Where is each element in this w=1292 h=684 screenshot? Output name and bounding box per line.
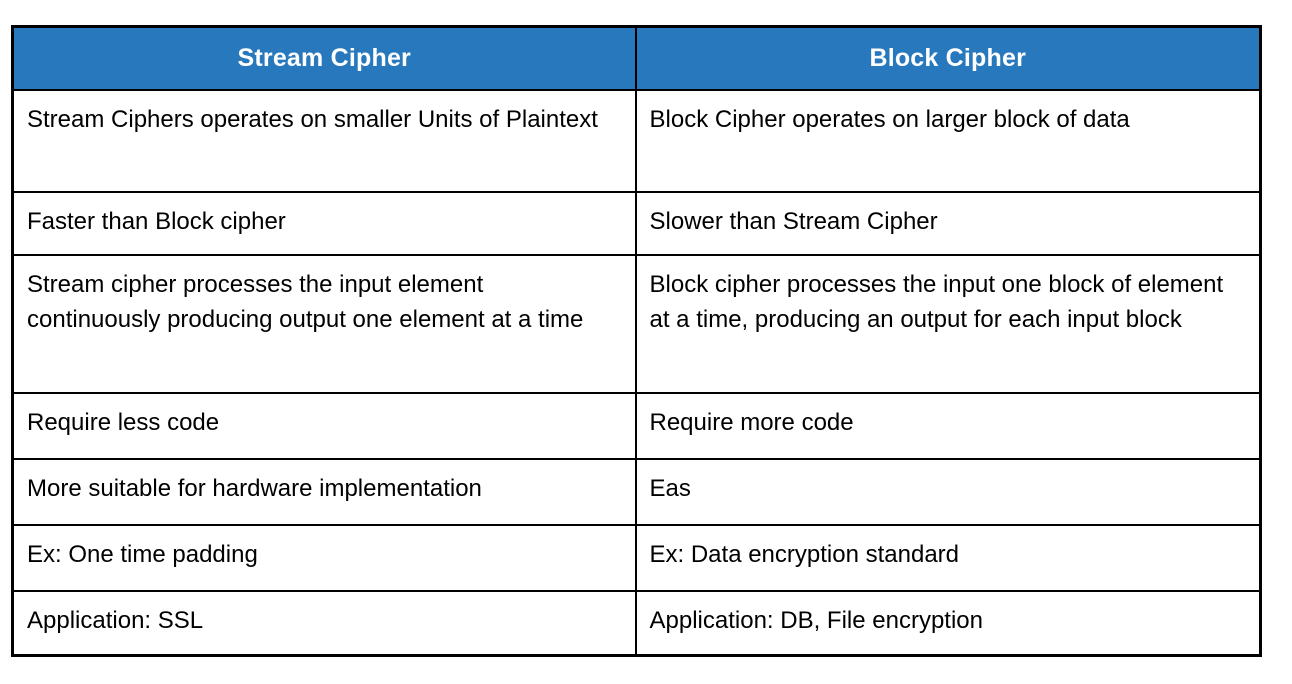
table-cell: Require less code [11,392,637,460]
cipher-comparison-table: Stream Cipher Block Cipher Stream Cipher… [11,25,1262,657]
table-cell: Block cipher processes the input one blo… [634,254,1262,394]
table-cell: Slower than Stream Cipher [634,191,1262,256]
table-cell: Faster than Block cipher [11,191,637,256]
table-cell: Ex: Data encryption standard [634,524,1262,592]
table-cell: Require more code [634,392,1262,460]
header-cell-block-cipher: Block Cipher [634,25,1262,91]
table-cell: Ex: One time padding [11,524,637,592]
table-row: Ex: One time padding Ex: Data encryption… [11,524,1262,592]
table-row: Application: SSL Application: DB, File e… [11,590,1262,656]
table-cell: Stream Ciphers operates on smaller Units… [11,89,637,193]
table-cell: Stream cipher processes the input elemen… [11,254,637,394]
table-cell: Eas [634,458,1262,526]
table-row: Faster than Block cipher Slower than Str… [11,191,1262,256]
table-row: Stream Ciphers operates on smaller Units… [11,89,1262,193]
header-row: Stream Cipher Block Cipher [11,25,1262,91]
table-row: Stream cipher processes the input elemen… [11,254,1262,394]
table-cell: Block Cipher operates on larger block of… [634,89,1262,193]
comparison-table-container: Stream Cipher Block Cipher Stream Cipher… [11,25,1262,657]
table-cell: Application: DB, File encryption [634,590,1262,656]
table-row: More suitable for hardware implementatio… [11,458,1262,526]
table-cell: More suitable for hardware implementatio… [11,458,637,526]
header-cell-stream-cipher: Stream Cipher [11,25,637,91]
table-row: Require less code Require more code [11,392,1262,460]
table-cell: Application: SSL [11,590,637,656]
